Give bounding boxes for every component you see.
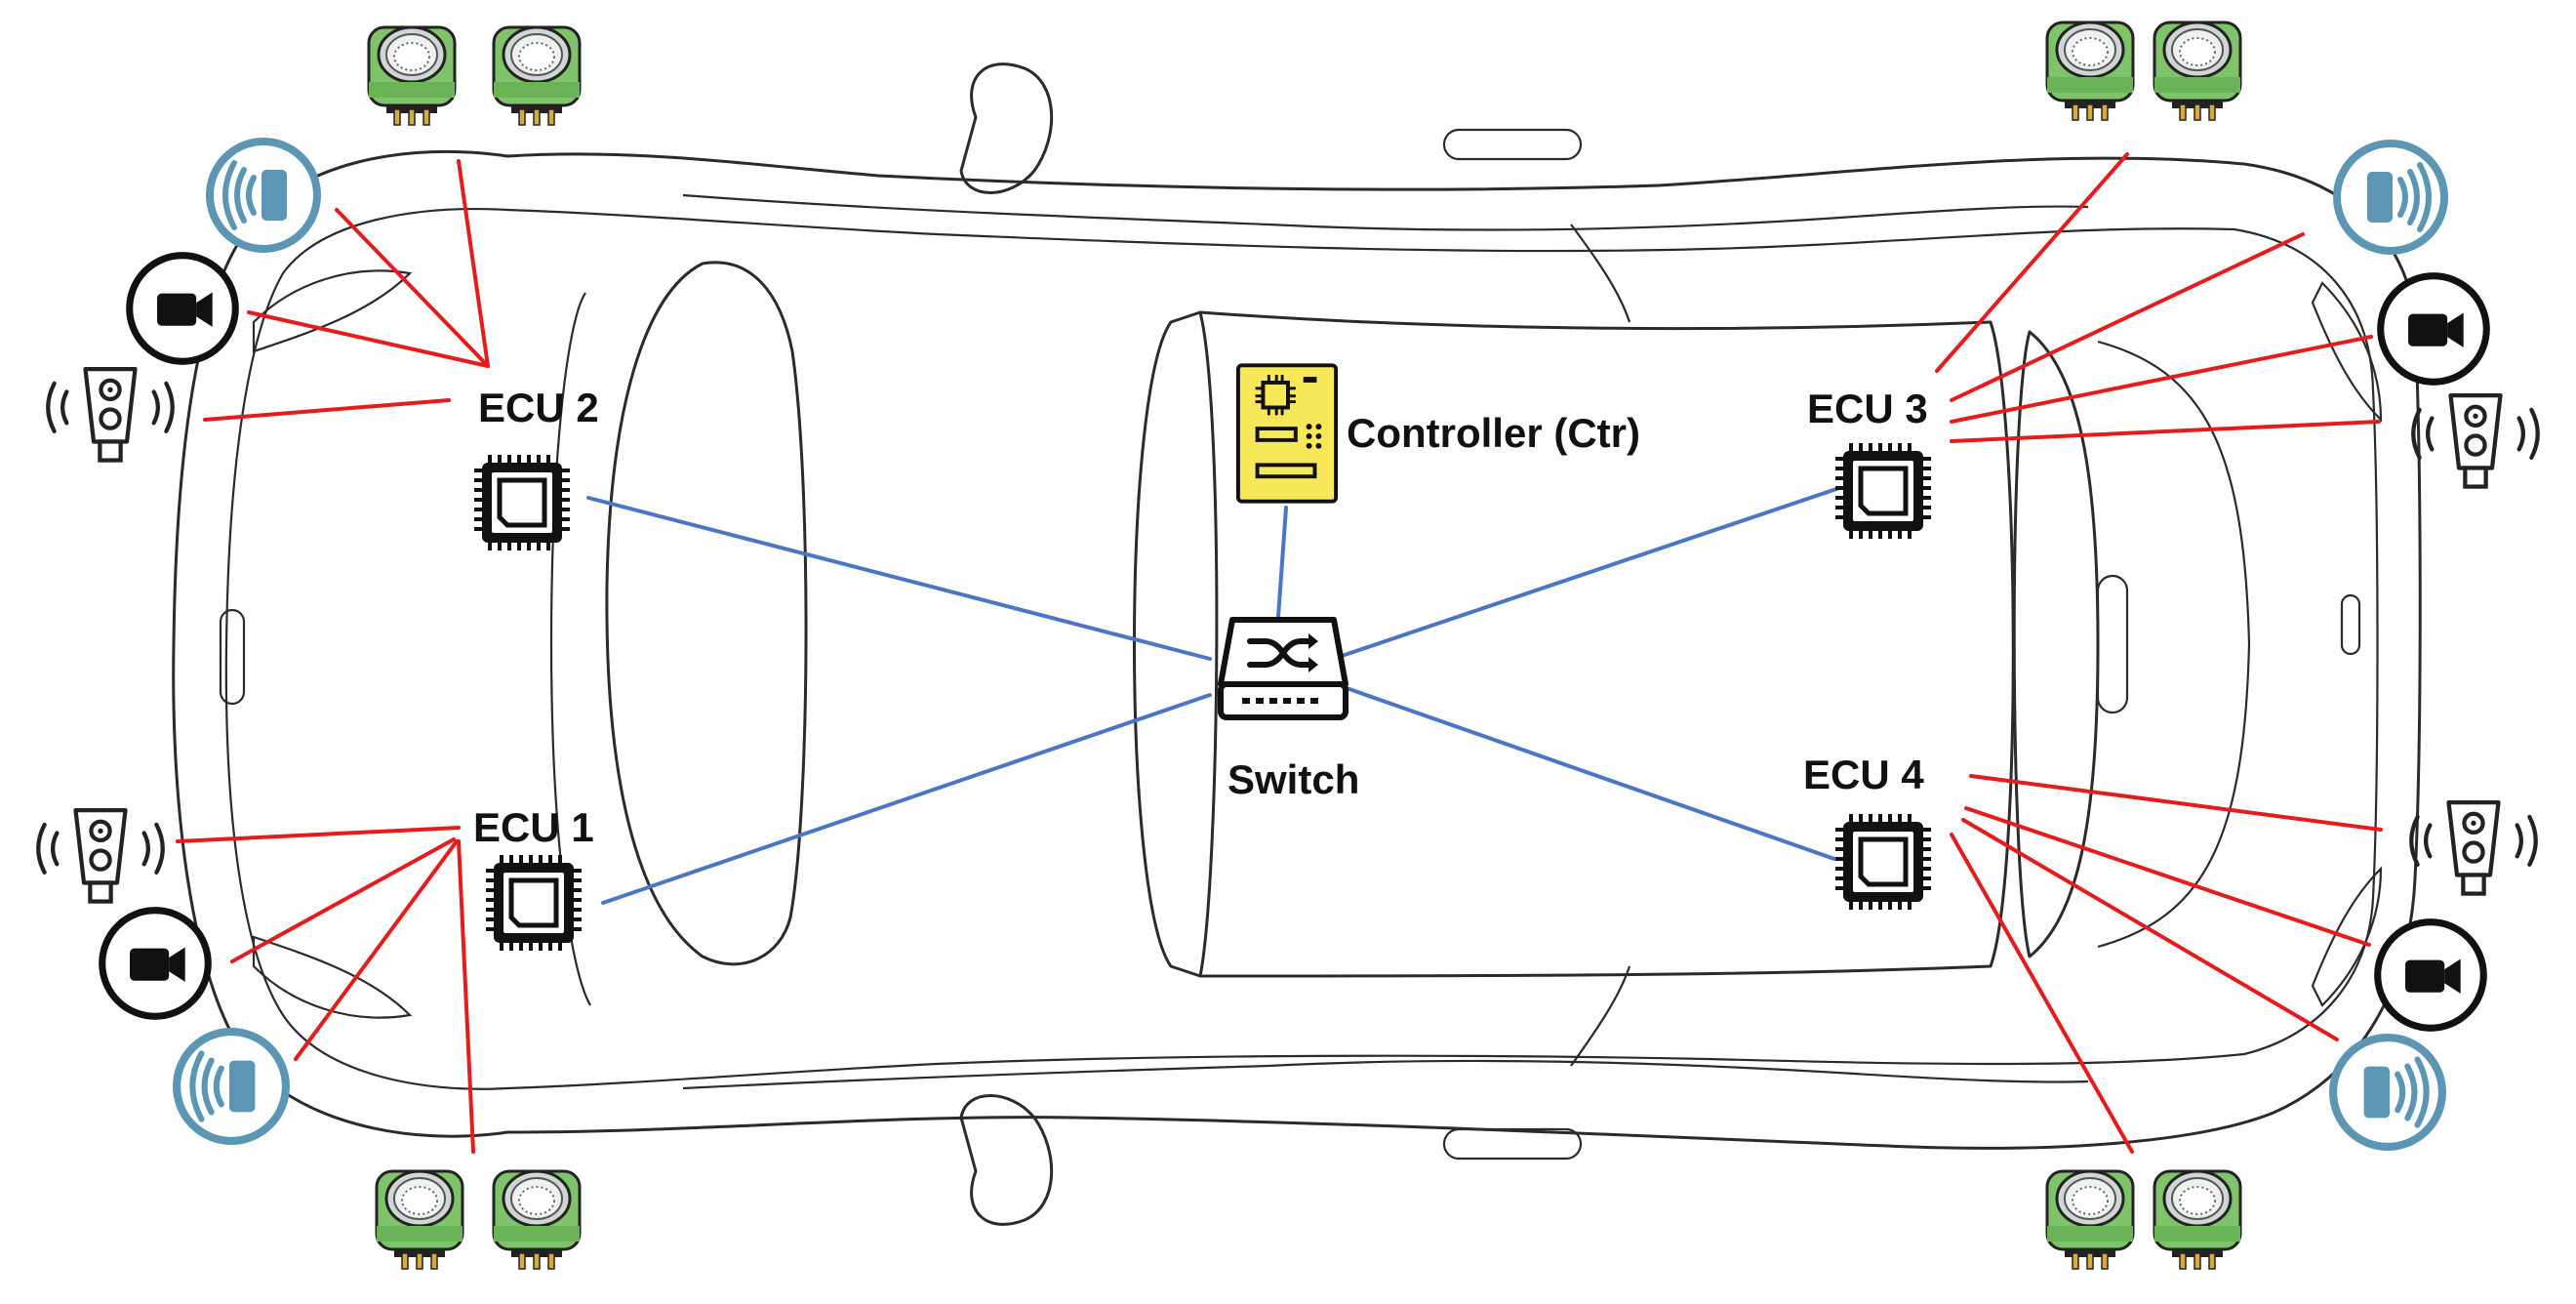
ecu-1: ECU 1 <box>473 804 594 951</box>
sensors-right <box>2045 20 2538 1271</box>
microchip-icon <box>474 455 570 550</box>
ultrasonic-sensor-icon <box>375 1169 464 1271</box>
lidar-sensor-icon <box>2411 802 2536 894</box>
lidar-sensor-icon <box>48 369 173 461</box>
network-switch: Switch <box>1221 620 1359 802</box>
microchip-icon <box>1835 443 1931 539</box>
microchip-icon <box>486 855 582 951</box>
lidar-sensor-icon <box>2413 395 2538 487</box>
ultrasonic-sensor-icon <box>2045 20 2135 122</box>
ultrasonic-sensor-icon <box>492 1169 582 1271</box>
network-links <box>586 486 1841 905</box>
ultrasonic-sensor-icon <box>2045 1169 2135 1271</box>
camera-icon <box>2378 922 2484 1029</box>
camera-icon <box>2381 276 2487 383</box>
sensors-left <box>38 25 582 1271</box>
radar-icon <box>177 1032 286 1141</box>
microchip-icon <box>1835 814 1931 910</box>
switch-label: Switch <box>1228 756 1359 802</box>
controller: Controller (Ctr) <box>1238 365 1640 501</box>
ultrasonic-sensor-icon <box>2153 20 2242 122</box>
radar-icon <box>2333 1038 2442 1147</box>
controller-label: Controller (Ctr) <box>1347 410 1640 456</box>
ultrasonic-sensor-icon <box>367 25 457 127</box>
ultrasonic-sensor-icon <box>2153 1169 2242 1271</box>
ecu-2-label: ECU 2 <box>478 385 599 430</box>
radar-icon <box>210 142 317 249</box>
controller-board-icon <box>1238 365 1336 501</box>
camera-icon <box>102 911 209 1017</box>
ultrasonic-sensor-icon <box>492 25 582 127</box>
ecu-3: ECU 3 <box>1807 386 1931 539</box>
ecu-4-label: ECU 4 <box>1803 752 1924 797</box>
ecu-4: ECU 4 <box>1803 752 1931 910</box>
car-outline <box>172 62 2422 1226</box>
lidar-sensor-icon <box>38 810 163 902</box>
radar-icon <box>2337 143 2444 251</box>
camera-icon <box>130 256 236 362</box>
ecu-3-label: ECU 3 <box>1807 386 1928 431</box>
sensor-wires <box>176 152 2383 1154</box>
network-switch-icon <box>1221 620 1346 717</box>
ecu-2: ECU 2 <box>474 385 599 550</box>
ecu-1-label: ECU 1 <box>473 804 594 850</box>
